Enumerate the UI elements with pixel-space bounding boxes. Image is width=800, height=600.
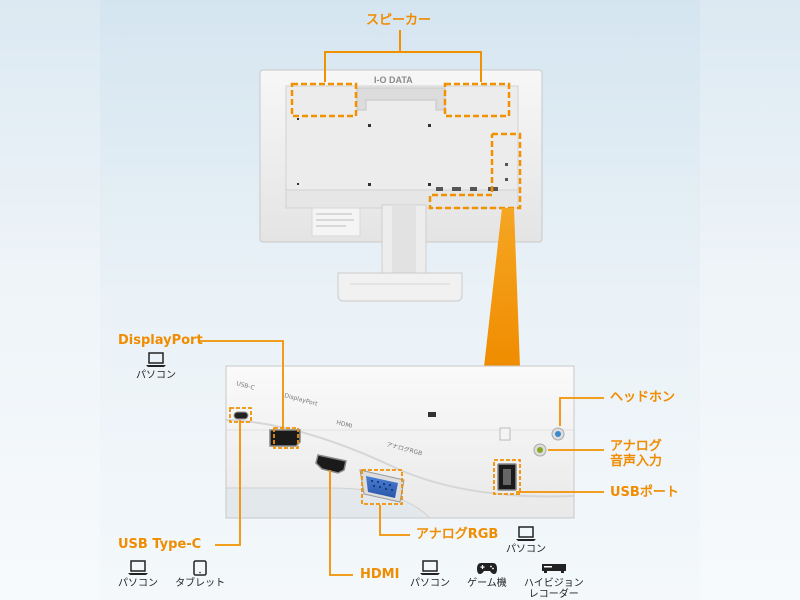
silk-hdmi: HDMI <box>335 419 353 430</box>
speaker-right-box <box>443 82 511 118</box>
label-usb-port: USBポート <box>610 485 679 500</box>
hdmi-port <box>315 454 347 474</box>
dp-devices: パソコン <box>130 352 182 381</box>
headphone-callout-line <box>559 397 604 426</box>
device-pc-label: パソコン <box>506 544 546 555</box>
speaker-left-box <box>290 82 358 118</box>
usbc-devices: パソコン タブレット <box>112 560 231 589</box>
usbc-callout-line <box>215 420 241 546</box>
recorder-icon <box>541 564 566 573</box>
device-recorder-label-2: レコーダー <box>528 589 579 600</box>
port-region-box <box>428 132 522 210</box>
label-analog-audio-line2: 音声入力 <box>610 454 663 469</box>
callout-lines <box>200 340 604 576</box>
port-closeup: USB-C DisplayPort HDMI アナログRGB <box>225 365 575 519</box>
device-pc-label: パソコン <box>118 578 158 589</box>
device-game-label: ゲーム機 <box>467 578 507 589</box>
speaker-callout <box>290 30 511 118</box>
laptop-icon <box>420 560 440 575</box>
laptop-icon <box>516 526 536 541</box>
label-speaker: スピーカー <box>366 13 432 28</box>
monitor-stand-base <box>337 272 463 302</box>
label-usb-typec: USB Type-C <box>118 537 202 552</box>
hdmi-callout-line <box>329 470 353 576</box>
laptop-icon <box>146 352 166 367</box>
label-analog-audio-line1: アナログ <box>610 439 662 454</box>
vga-devices: パソコン <box>500 526 552 555</box>
silk-usbc: USB-C <box>235 380 255 392</box>
label-hdmi: HDMI <box>360 567 400 582</box>
device-game: ゲーム機 <box>467 560 507 589</box>
device-pc: パソコン <box>410 560 450 589</box>
device-tablet-label: タブレット <box>175 578 226 589</box>
device-pc-label: パソコン <box>136 370 176 381</box>
tablet-icon <box>193 560 207 576</box>
device-recorder: ハイビジョン レコーダー <box>524 560 584 600</box>
device-pc: パソコン <box>506 526 546 555</box>
device-pc-label: パソコン <box>410 578 450 589</box>
gamepad-icon <box>476 563 497 574</box>
usbc-port <box>233 411 249 420</box>
monitor-brand-logo: I-O DATA <box>374 75 413 85</box>
device-recorder-label-1: ハイビジョン <box>523 578 584 589</box>
vesa-holes <box>297 118 431 186</box>
device-pc: パソコン <box>136 352 176 381</box>
device-tablet: タブレット <box>175 560 225 589</box>
device-pc: パソコン <box>118 560 158 589</box>
label-displayport: DisplayPort <box>118 333 203 348</box>
label-headphone: ヘッドホン <box>610 390 676 405</box>
dp-callout-line <box>200 340 284 430</box>
zoom-beam <box>484 208 520 367</box>
vga-callout-line <box>379 505 410 536</box>
monitor-label-sticker <box>311 207 361 237</box>
monitor-back-inner <box>285 85 519 191</box>
hdmi-devices: パソコン ゲーム機 ハイビジョン レコーダー <box>404 560 590 600</box>
closeup-frame <box>225 365 575 519</box>
laptop-icon <box>128 560 148 575</box>
label-analog-rgb: アナログRGB <box>416 527 499 542</box>
